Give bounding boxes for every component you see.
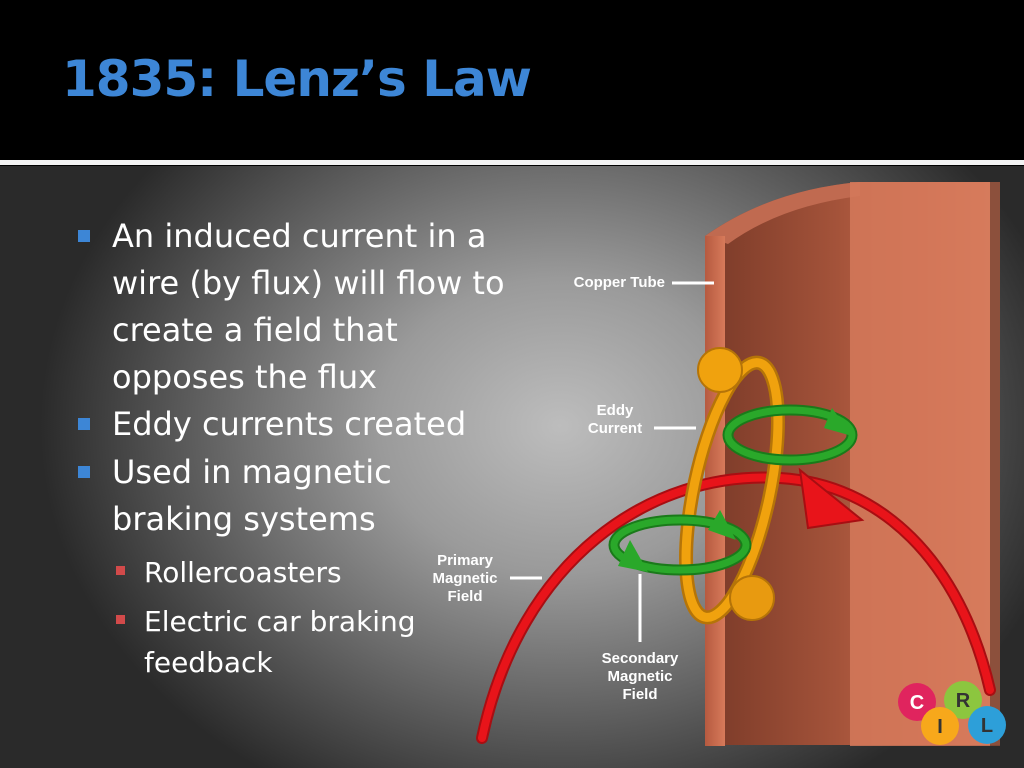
bullet-text: An induced current in a wire (by flux) w… (112, 217, 505, 396)
sub-bullet-marker-icon (116, 615, 125, 624)
logo-letter-i: I (937, 716, 943, 738)
logo-letter-c: C (910, 692, 924, 714)
label-primary-field-3: Field (447, 588, 482, 605)
label-copper-tube: Copper Tube (574, 274, 665, 291)
bullet-item: Eddy currents created (78, 401, 512, 448)
lenz-law-diagram: Copper Tube Eddy Current Primary Magneti… (432, 182, 1000, 746)
bullet-item: Used in magnetic braking systems (78, 449, 412, 543)
bullet-marker-icon (78, 466, 90, 478)
bullet-text: Used in magnetic braking systems (112, 453, 392, 538)
bullet-item: An induced current in a wire (by flux) w… (78, 213, 512, 401)
slide-title: 1835: Lenz’s Law (62, 50, 532, 108)
label-secondary-field-1: Secondary (602, 650, 679, 667)
bullet-marker-icon (78, 418, 90, 430)
sub-bullet-text: Rollercoasters (144, 556, 342, 589)
label-secondary-field-3: Field (622, 686, 657, 703)
sub-bullet-item: Rollercoasters (116, 552, 444, 593)
sub-bullet-text: Electric car braking feedback (144, 605, 416, 679)
sub-bullet-item: Electric car braking feedback (116, 601, 434, 683)
logo-letter-l: L (981, 715, 993, 737)
label-primary-field-1: Primary (437, 552, 494, 569)
bullet-marker-icon (78, 230, 90, 242)
label-primary-field-2: Magnetic (432, 570, 497, 587)
sub-bullet-marker-icon (116, 566, 125, 575)
callout-lines (510, 281, 714, 642)
label-eddy-current-1: Eddy (597, 402, 634, 419)
logo-letter-r: R (956, 690, 971, 712)
label-eddy-current-2: Current (588, 420, 642, 437)
copper-tube (705, 182, 1000, 746)
eddy-current-loop (679, 347, 785, 625)
title-divider (0, 160, 1024, 165)
bullet-list: An induced current in a wire (by flux) w… (0, 166, 520, 766)
label-secondary-field-2: Magnetic (607, 668, 672, 685)
slide-content: Copper Tube Eddy Current Primary Magneti… (0, 166, 1024, 768)
title-bar: 1835: Lenz’s Law (0, 0, 1024, 160)
bullet-text: Eddy currents created (112, 405, 467, 443)
secondary-magnetic-field-loops (608, 404, 858, 576)
cril-logo: C R I L (898, 681, 1006, 745)
